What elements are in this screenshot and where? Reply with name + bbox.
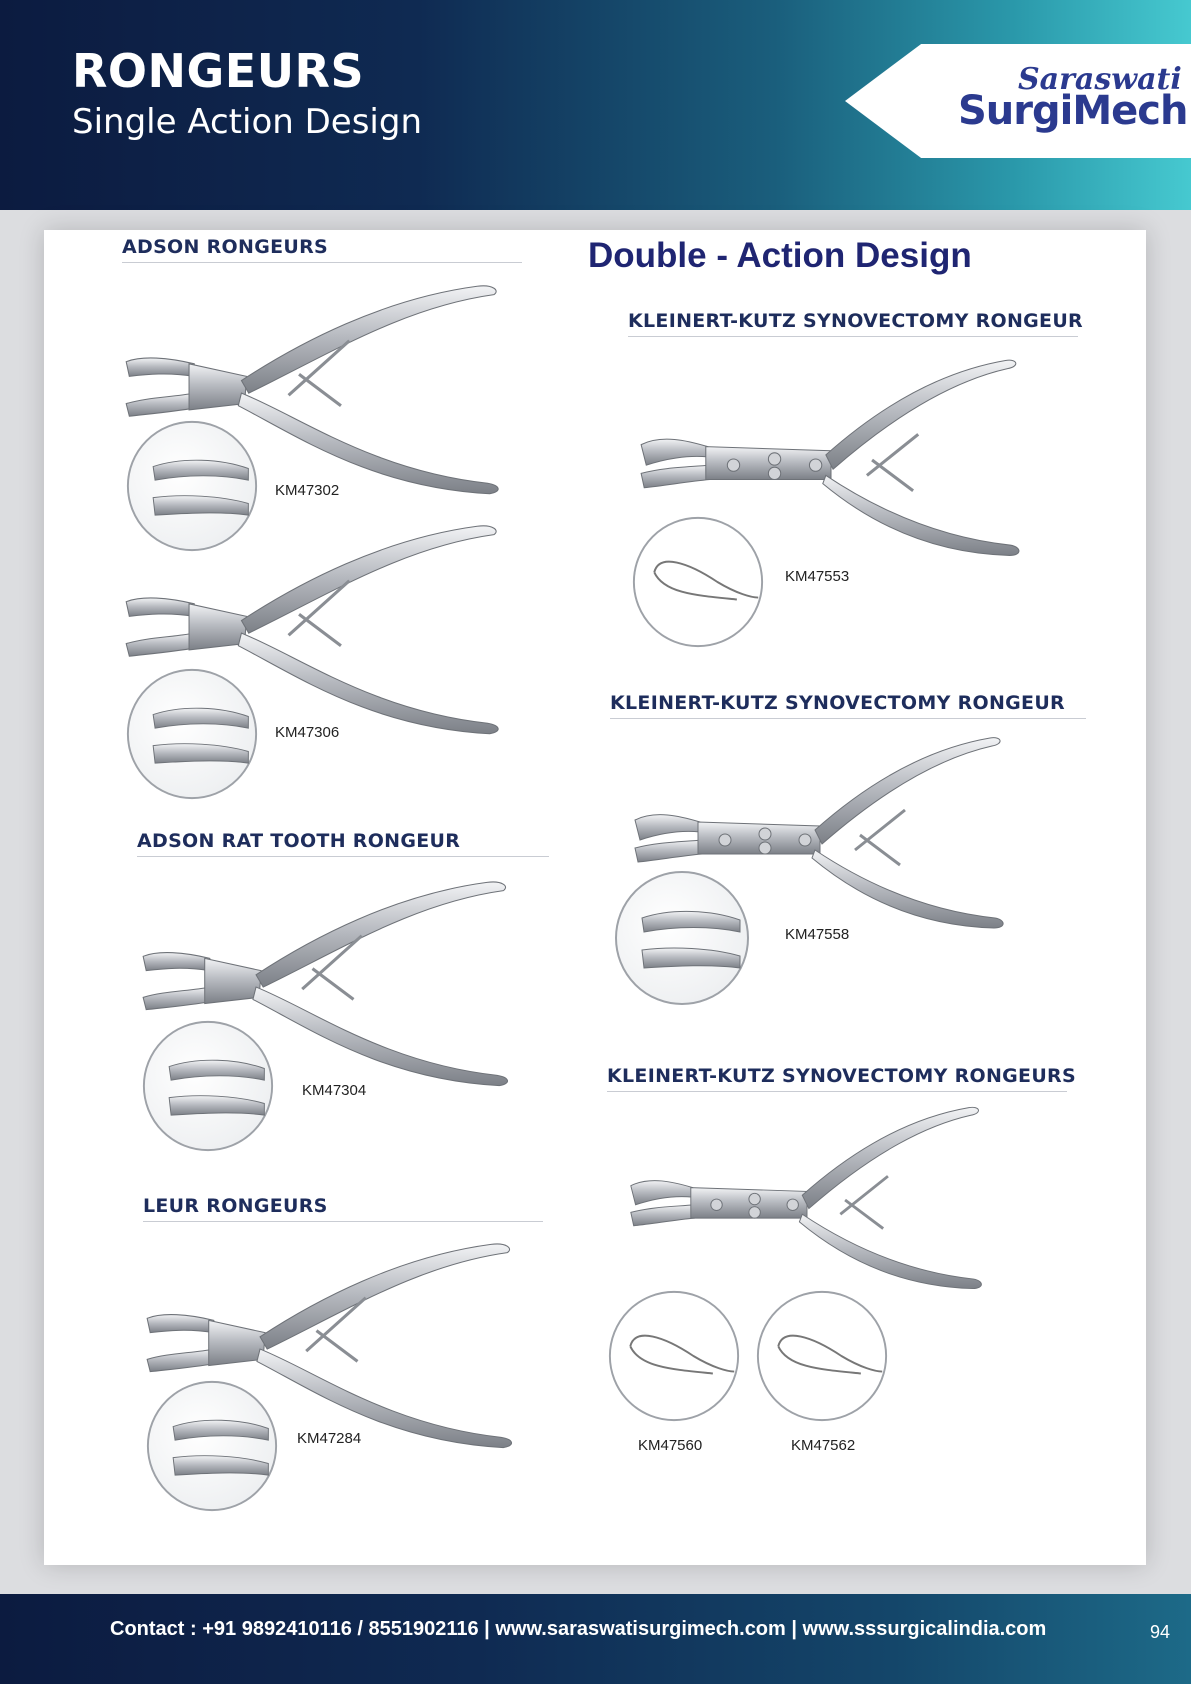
sketch-image-km47562	[754, 1288, 890, 1424]
sketch-image-km47560	[606, 1288, 742, 1424]
page-number: 94	[1150, 1622, 1171, 1642]
page-subtitle: Single Action Design	[72, 102, 423, 142]
product-code-km47558: KM47558	[785, 926, 850, 943]
section-leur-rongeurs: LEUR RONGEURS	[143, 1195, 543, 1222]
product-code-km47304: KM47304	[302, 1082, 367, 1099]
closeup-image-km47306	[124, 666, 260, 802]
section-kleinert-kutz-1: KLEINERT-KUTZ SYNOVECTOMY RONGEUR	[628, 310, 1083, 337]
section-kleinert-kutz-2: KLEINERT-KUTZ SYNOVECTOMY RONGEUR	[610, 692, 1086, 719]
section-adson-rongeurs: ADSON RONGEURS	[122, 236, 522, 263]
closeup-image-km47558	[612, 868, 752, 1008]
product-code-km47553: KM47553	[785, 568, 850, 585]
double-action-heading: Double - Action Design	[588, 236, 972, 275]
section-kleinert-kutz-3: KLEINERT-KUTZ SYNOVECTOMY RONGEURS	[607, 1065, 1076, 1092]
closeup-image-km47304	[140, 1018, 276, 1154]
product-code-km47306: KM47306	[275, 724, 340, 741]
instrument-image-km47560-km47562	[607, 1100, 1007, 1300]
product-code-km47302: KM47302	[275, 482, 340, 499]
page-title: RONGEURS	[72, 44, 365, 98]
footer-bar	[0, 1594, 1191, 1684]
sketch-image-km47553	[630, 514, 766, 650]
product-code-km47562: KM47562	[791, 1437, 856, 1454]
logo-tab	[845, 44, 1191, 158]
section-adson-rat-tooth-rongeur: ADSON RAT TOOTH RONGEUR	[137, 830, 549, 857]
logo-text-top: Saraswati	[1018, 62, 1182, 97]
footer-contact: Contact : +91 9892410116 / 8551902116 | …	[110, 1618, 1047, 1640]
logo-text-bottom: SurgiMech	[958, 88, 1188, 134]
product-code-km47284: KM47284	[297, 1430, 362, 1447]
product-code-km47560: KM47560	[638, 1437, 703, 1454]
closeup-image-km47284	[144, 1378, 280, 1514]
